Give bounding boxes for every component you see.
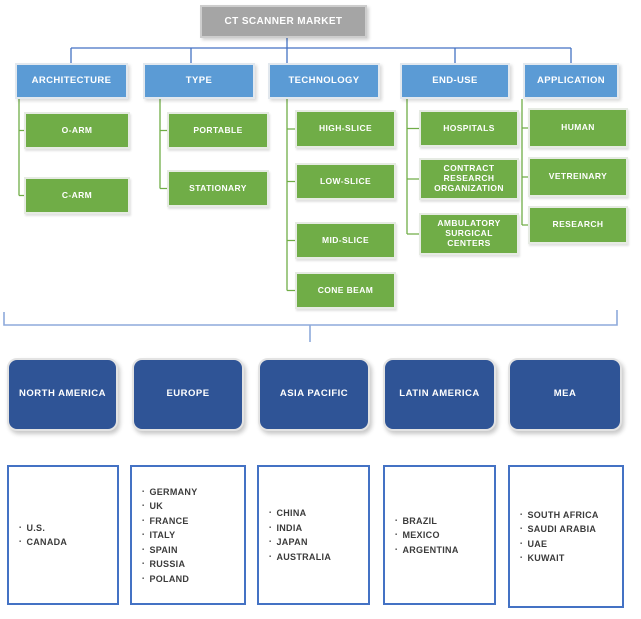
bullet-icon: ▪ bbox=[395, 532, 398, 538]
bullet-icon: ▪ bbox=[142, 503, 145, 509]
bullet-icon: ▪ bbox=[520, 555, 523, 562]
bullet-icon: ▪ bbox=[269, 553, 272, 560]
segment-end-use: END-USE bbox=[400, 63, 510, 99]
country-item-russia: ▪ RUSSIA bbox=[142, 559, 198, 569]
country-list: ▪ BRAZIL ▪ MEXICO ▪ ARGENTINA bbox=[395, 516, 459, 555]
bullet-icon: ▪ bbox=[142, 517, 145, 524]
country-item-spain: ▪ SPAIN bbox=[142, 545, 198, 555]
segment-application: APPLICATION bbox=[523, 63, 619, 99]
region-latin-america: LATIN AMERICA bbox=[383, 358, 496, 431]
country-label: ITALY bbox=[149, 530, 176, 540]
bullet-icon: ▪ bbox=[269, 524, 272, 531]
country-list: ▪ U.S. ▪ CANADA bbox=[19, 523, 67, 548]
countries-north-america: ▪ U.S. ▪ CANADA bbox=[7, 465, 119, 605]
country-item-australia: ▪ AUSTRALIA bbox=[269, 552, 331, 562]
country-label: SPAIN bbox=[149, 544, 178, 555]
bullet-icon: ▪ bbox=[269, 539, 272, 546]
bullet-icon: ▪ bbox=[395, 517, 398, 524]
bullet-icon: ▪ bbox=[142, 532, 145, 538]
country-item-mexico: ▪ MEXICO bbox=[395, 530, 459, 540]
segment-architecture: ARCHITECTURE bbox=[15, 63, 128, 99]
country-item-china: ▪ CHINA bbox=[269, 508, 331, 518]
country-item-south-africa: ▪ SOUTH AFRICA bbox=[520, 510, 599, 520]
country-label: SOUTH AFRICA bbox=[527, 509, 599, 520]
node-cone-beam: CONE BEAM bbox=[295, 272, 396, 309]
region-mea: MEA bbox=[508, 358, 622, 431]
country-label: RUSSIA bbox=[149, 559, 186, 569]
node-human: HUMAN bbox=[528, 108, 628, 148]
country-item-argentina: ▪ ARGENTINA bbox=[395, 545, 459, 555]
bullet-icon: ▪ bbox=[520, 540, 523, 547]
bullet-icon: ▪ bbox=[142, 575, 145, 582]
countries-mea: ▪ SOUTH AFRICA ▪ SAUDI ARABIA ▪ UAE ▪ KUWAIT bbox=[508, 465, 624, 608]
node-c-arm: C-ARM bbox=[24, 177, 130, 214]
regions-bracket bbox=[3, 310, 618, 342]
bullet-icon: ▪ bbox=[19, 524, 22, 531]
country-item-kuwait: ▪ KUWAIT bbox=[520, 553, 599, 563]
country-item-saudi-arabia: ▪ SAUDI ARABIA bbox=[520, 524, 599, 534]
country-label: POLAND bbox=[149, 573, 190, 584]
country-item-brazil: ▪ BRAZIL bbox=[395, 516, 459, 526]
country-label: JAPAN bbox=[276, 537, 308, 548]
country-item-canada: ▪ CANADA bbox=[19, 537, 67, 547]
node-low-slice: LOW-SLICE bbox=[295, 163, 396, 200]
countries-asia-pacific: ▪ CHINA ▪ INDIA ▪ JAPAN ▪ AUSTRALIA bbox=[257, 465, 370, 605]
bullet-icon: ▪ bbox=[142, 546, 145, 553]
region-europe: EUROPE bbox=[132, 358, 244, 431]
country-label: BRAZIL bbox=[402, 515, 438, 526]
country-label: SAUDI ARABIA bbox=[527, 524, 597, 535]
segment-type: TYPE bbox=[143, 63, 255, 99]
segment-technology: TECHNOLOGY bbox=[268, 63, 380, 99]
country-item-india: ▪ INDIA bbox=[269, 523, 331, 533]
node-hospitals: HOSPITALS bbox=[419, 110, 519, 147]
bullet-icon: ▪ bbox=[142, 488, 145, 495]
region-north-america: NORTH AMERICA bbox=[7, 358, 118, 431]
region-asia-pacific: ASIA PACIFIC bbox=[258, 358, 370, 431]
country-label: ARGENTINA bbox=[402, 544, 459, 555]
countries-europe: ▪ GERMANY ▪ UK ▪ FRANCE ▪ ITALY ▪ SPAIN ▪ RUSS… bbox=[130, 465, 246, 605]
country-label: CANADA bbox=[26, 537, 68, 548]
country-list: ▪ CHINA ▪ INDIA ▪ JAPAN ▪ AUSTRALIA bbox=[269, 508, 331, 562]
country-item-uk: ▪ UK bbox=[142, 501, 198, 511]
country-item-poland: ▪ POLAND bbox=[142, 574, 198, 584]
country-label: UAE bbox=[527, 538, 548, 549]
market-title-node: CT SCANNER MARKET bbox=[200, 5, 367, 38]
country-label: FRANCE bbox=[149, 515, 189, 526]
country-item-uae: ▪ UAE bbox=[520, 539, 599, 549]
country-label: UK bbox=[149, 501, 164, 511]
node-portable: PORTABLE bbox=[167, 112, 269, 149]
bullet-icon: ▪ bbox=[269, 510, 272, 517]
node-contract-research-organization: CONTRACT RESEARCH ORGANIZATION bbox=[419, 158, 519, 200]
node-ambulatory-surgical-centers: AMBULATORY SURGICAL CENTERS bbox=[419, 213, 519, 255]
country-label: CHINA bbox=[276, 508, 307, 519]
node-o-arm: O-ARM bbox=[24, 112, 130, 149]
bullet-icon: ▪ bbox=[395, 546, 398, 553]
node-mid-slice: MID-SLICE bbox=[295, 222, 396, 259]
bullet-icon: ▪ bbox=[142, 561, 145, 567]
country-label: GERMANY bbox=[149, 486, 198, 497]
top-tree-connectors bbox=[70, 38, 572, 63]
country-label: MEXICO bbox=[402, 530, 440, 540]
country-item-japan: ▪ JAPAN bbox=[269, 537, 331, 547]
country-item-italy: ▪ ITALY bbox=[142, 530, 198, 540]
country-label: AUSTRALIA bbox=[276, 551, 332, 562]
country-item-france: ▪ FRANCE bbox=[142, 516, 198, 526]
country-list: ▪ GERMANY ▪ UK ▪ FRANCE ▪ ITALY ▪ SPAIN ▪ RUSS… bbox=[142, 487, 198, 584]
country-label: U.S. bbox=[26, 522, 46, 533]
node-high-slice: HIGH-SLICE bbox=[295, 110, 396, 148]
country-label: INDIA bbox=[276, 522, 303, 533]
country-label: KUWAIT bbox=[527, 553, 565, 564]
bullet-icon: ▪ bbox=[520, 511, 523, 518]
country-item-us: ▪ U.S. bbox=[19, 523, 67, 533]
country-item-germany: ▪ GERMANY bbox=[142, 487, 198, 497]
bullet-icon: ▪ bbox=[19, 539, 22, 546]
country-list: ▪ SOUTH AFRICA ▪ SAUDI ARABIA ▪ UAE ▪ KUWAIT bbox=[520, 510, 599, 564]
node-vetreinary: VETREINARY bbox=[528, 157, 628, 197]
node-research: RESEARCH bbox=[528, 206, 628, 244]
node-stationary: STATIONARY bbox=[167, 170, 269, 207]
countries-latin-america: ▪ BRAZIL ▪ MEXICO ▪ ARGENTINA bbox=[383, 465, 496, 605]
bullet-icon: ▪ bbox=[520, 526, 523, 533]
